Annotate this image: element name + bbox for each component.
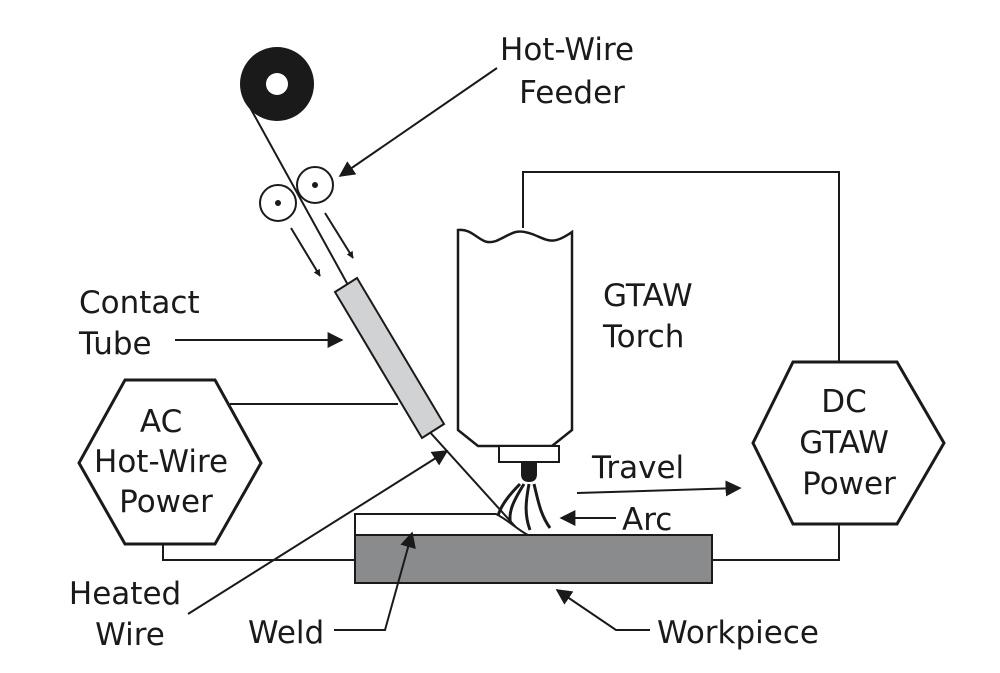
- feeder-label: Hot-Wire Feeder: [500, 32, 644, 111]
- arc-icon: [496, 482, 552, 531]
- contact-tube-label-line-1: Contact: [79, 285, 200, 321]
- contact-tube: [333, 276, 446, 440]
- contact-tube-label: Contact Tube: [78, 285, 209, 362]
- dc-circuit-wire-top: [522, 171, 840, 362]
- ac-power-label-line-3: Power: [119, 484, 213, 520]
- weld-bead: [354, 513, 529, 536]
- weld-pointer-arrow: [334, 531, 416, 631]
- feed-direction-arrow-left: [290, 227, 321, 277]
- feeder-label-line-1: Hot-Wire: [500, 32, 634, 68]
- dc-circuit-wire-bottom: [712, 524, 840, 561]
- contact-tube-label-line-2: Tube: [78, 326, 152, 362]
- dc-power-label-line-3: Power: [802, 466, 896, 502]
- feeder-label-line-2: Feeder: [519, 75, 625, 111]
- gtaw-torch-label-line-1: GTAW: [603, 278, 693, 314]
- ac-circuit-wire-bottom: [162, 544, 355, 561]
- feed-rollers-icon: [259, 166, 334, 222]
- heated-wire-label-line-1: Heated: [69, 576, 181, 612]
- workpiece-label: Workpiece: [657, 615, 819, 651]
- dc-power-hexagon: [751, 360, 946, 526]
- gtaw-torch: [456, 228, 574, 482]
- dc-power-label: DC GTAW Power: [799, 384, 898, 502]
- dc-power-label-line-2: GTAW: [799, 425, 889, 461]
- heated-wire-label-line-2: Wire: [95, 617, 165, 653]
- feed-direction-arrow-right: [324, 212, 354, 259]
- ac-power-label-line-1: AC: [140, 404, 182, 440]
- feeder-pointer-arrow: [338, 67, 498, 177]
- heated-wire-label: Heated Wire: [69, 576, 191, 653]
- ac-power-hexagon: [77, 378, 263, 546]
- workpiece-pointer-arrow: [555, 589, 650, 631]
- ac-power-label: AC Hot-Wire Power: [94, 404, 238, 520]
- travel-direction-arrow: [576, 480, 742, 497]
- weld-label: Weld: [248, 615, 324, 651]
- wire-spool-icon: [240, 47, 314, 121]
- ac-power-label-line-2: Hot-Wire: [94, 444, 228, 480]
- heated-wire-pointer-arrow: [187, 450, 449, 615]
- gtaw-torch-label: GTAW Torch: [602, 278, 702, 355]
- gtaw-torch-label-line-2: Torch: [602, 319, 684, 355]
- dc-power-label-line-1: DC: [821, 384, 867, 420]
- travel-label: Travel: [591, 450, 684, 486]
- arc-label: Arc: [622, 502, 672, 538]
